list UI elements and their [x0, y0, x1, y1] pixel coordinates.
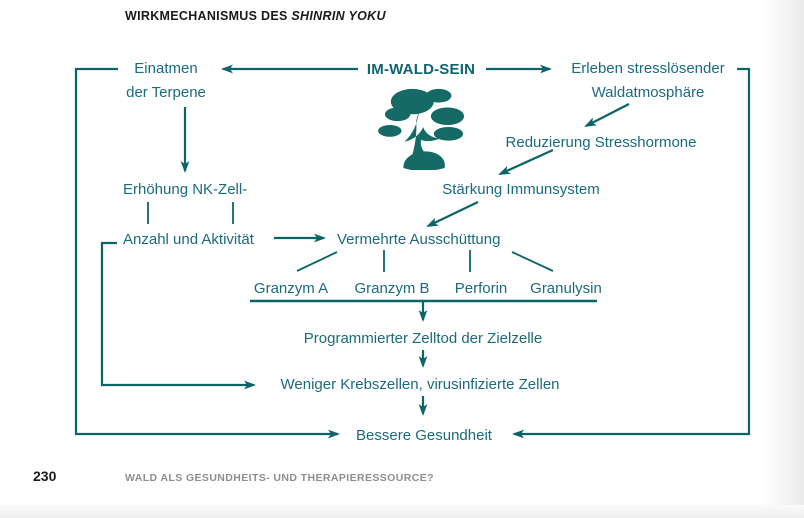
bonsai-tree-icon	[378, 88, 465, 170]
page-title-prefix: WIRKMECHANISMUS DES	[125, 9, 292, 23]
node-erhoehung-nk-zell: Erhöhung NK-Zell-	[123, 181, 248, 198]
node-weniger-krebszellen: Weniger Krebszellen, virusinfizierte Zel…	[280, 376, 560, 393]
node-vermehrte-ausschuettung: Vermehrte Ausschüttung	[337, 231, 501, 248]
node-reduzierung-stresshormone: Reduzierung Stresshormone	[505, 134, 697, 151]
page-title-italic: SHINRIN YOKU	[291, 9, 386, 23]
node-erleben-line1: Erleben stresslösender	[571, 60, 725, 77]
node-erleben-waldatmosphaere: Erleben stresslösender Waldatmosphäre	[571, 57, 724, 105]
node-erleben-line2: Waldatmosphäre	[591, 84, 705, 101]
node-staerkung-immunsystem: Stärkung Immunsystem	[442, 181, 600, 198]
running-footer: WALD ALS GESUNDHEITS- UND THERAPIERESSOU…	[125, 472, 434, 484]
node-granzym-b: Granzym B	[354, 280, 430, 297]
node-perforin: Perforin	[454, 280, 508, 297]
page-title: WIRKMECHANISMUS DES SHINRIN YOKU	[125, 9, 386, 23]
node-anzahl-und-aktivitaet: Anzahl und Aktivität	[123, 231, 254, 248]
node-einatmen-line1: Einatmen	[134, 60, 198, 77]
node-bessere-gesundheit: Bessere Gesundheit	[356, 427, 492, 444]
page-number: 230	[33, 468, 57, 484]
node-einatmen-line2: der Terpene	[126, 84, 206, 101]
node-einatmen-der-terpene: Einatmen der Terpene	[126, 57, 206, 105]
node-im-wald-sein: IM-WALD-SEIN	[366, 61, 476, 78]
node-granzym-a: Granzym A	[253, 280, 329, 297]
node-granulysin: Granulysin	[530, 280, 602, 297]
node-programmierter-zelltod: Programmierter Zelltod der Zielzelle	[303, 330, 543, 347]
